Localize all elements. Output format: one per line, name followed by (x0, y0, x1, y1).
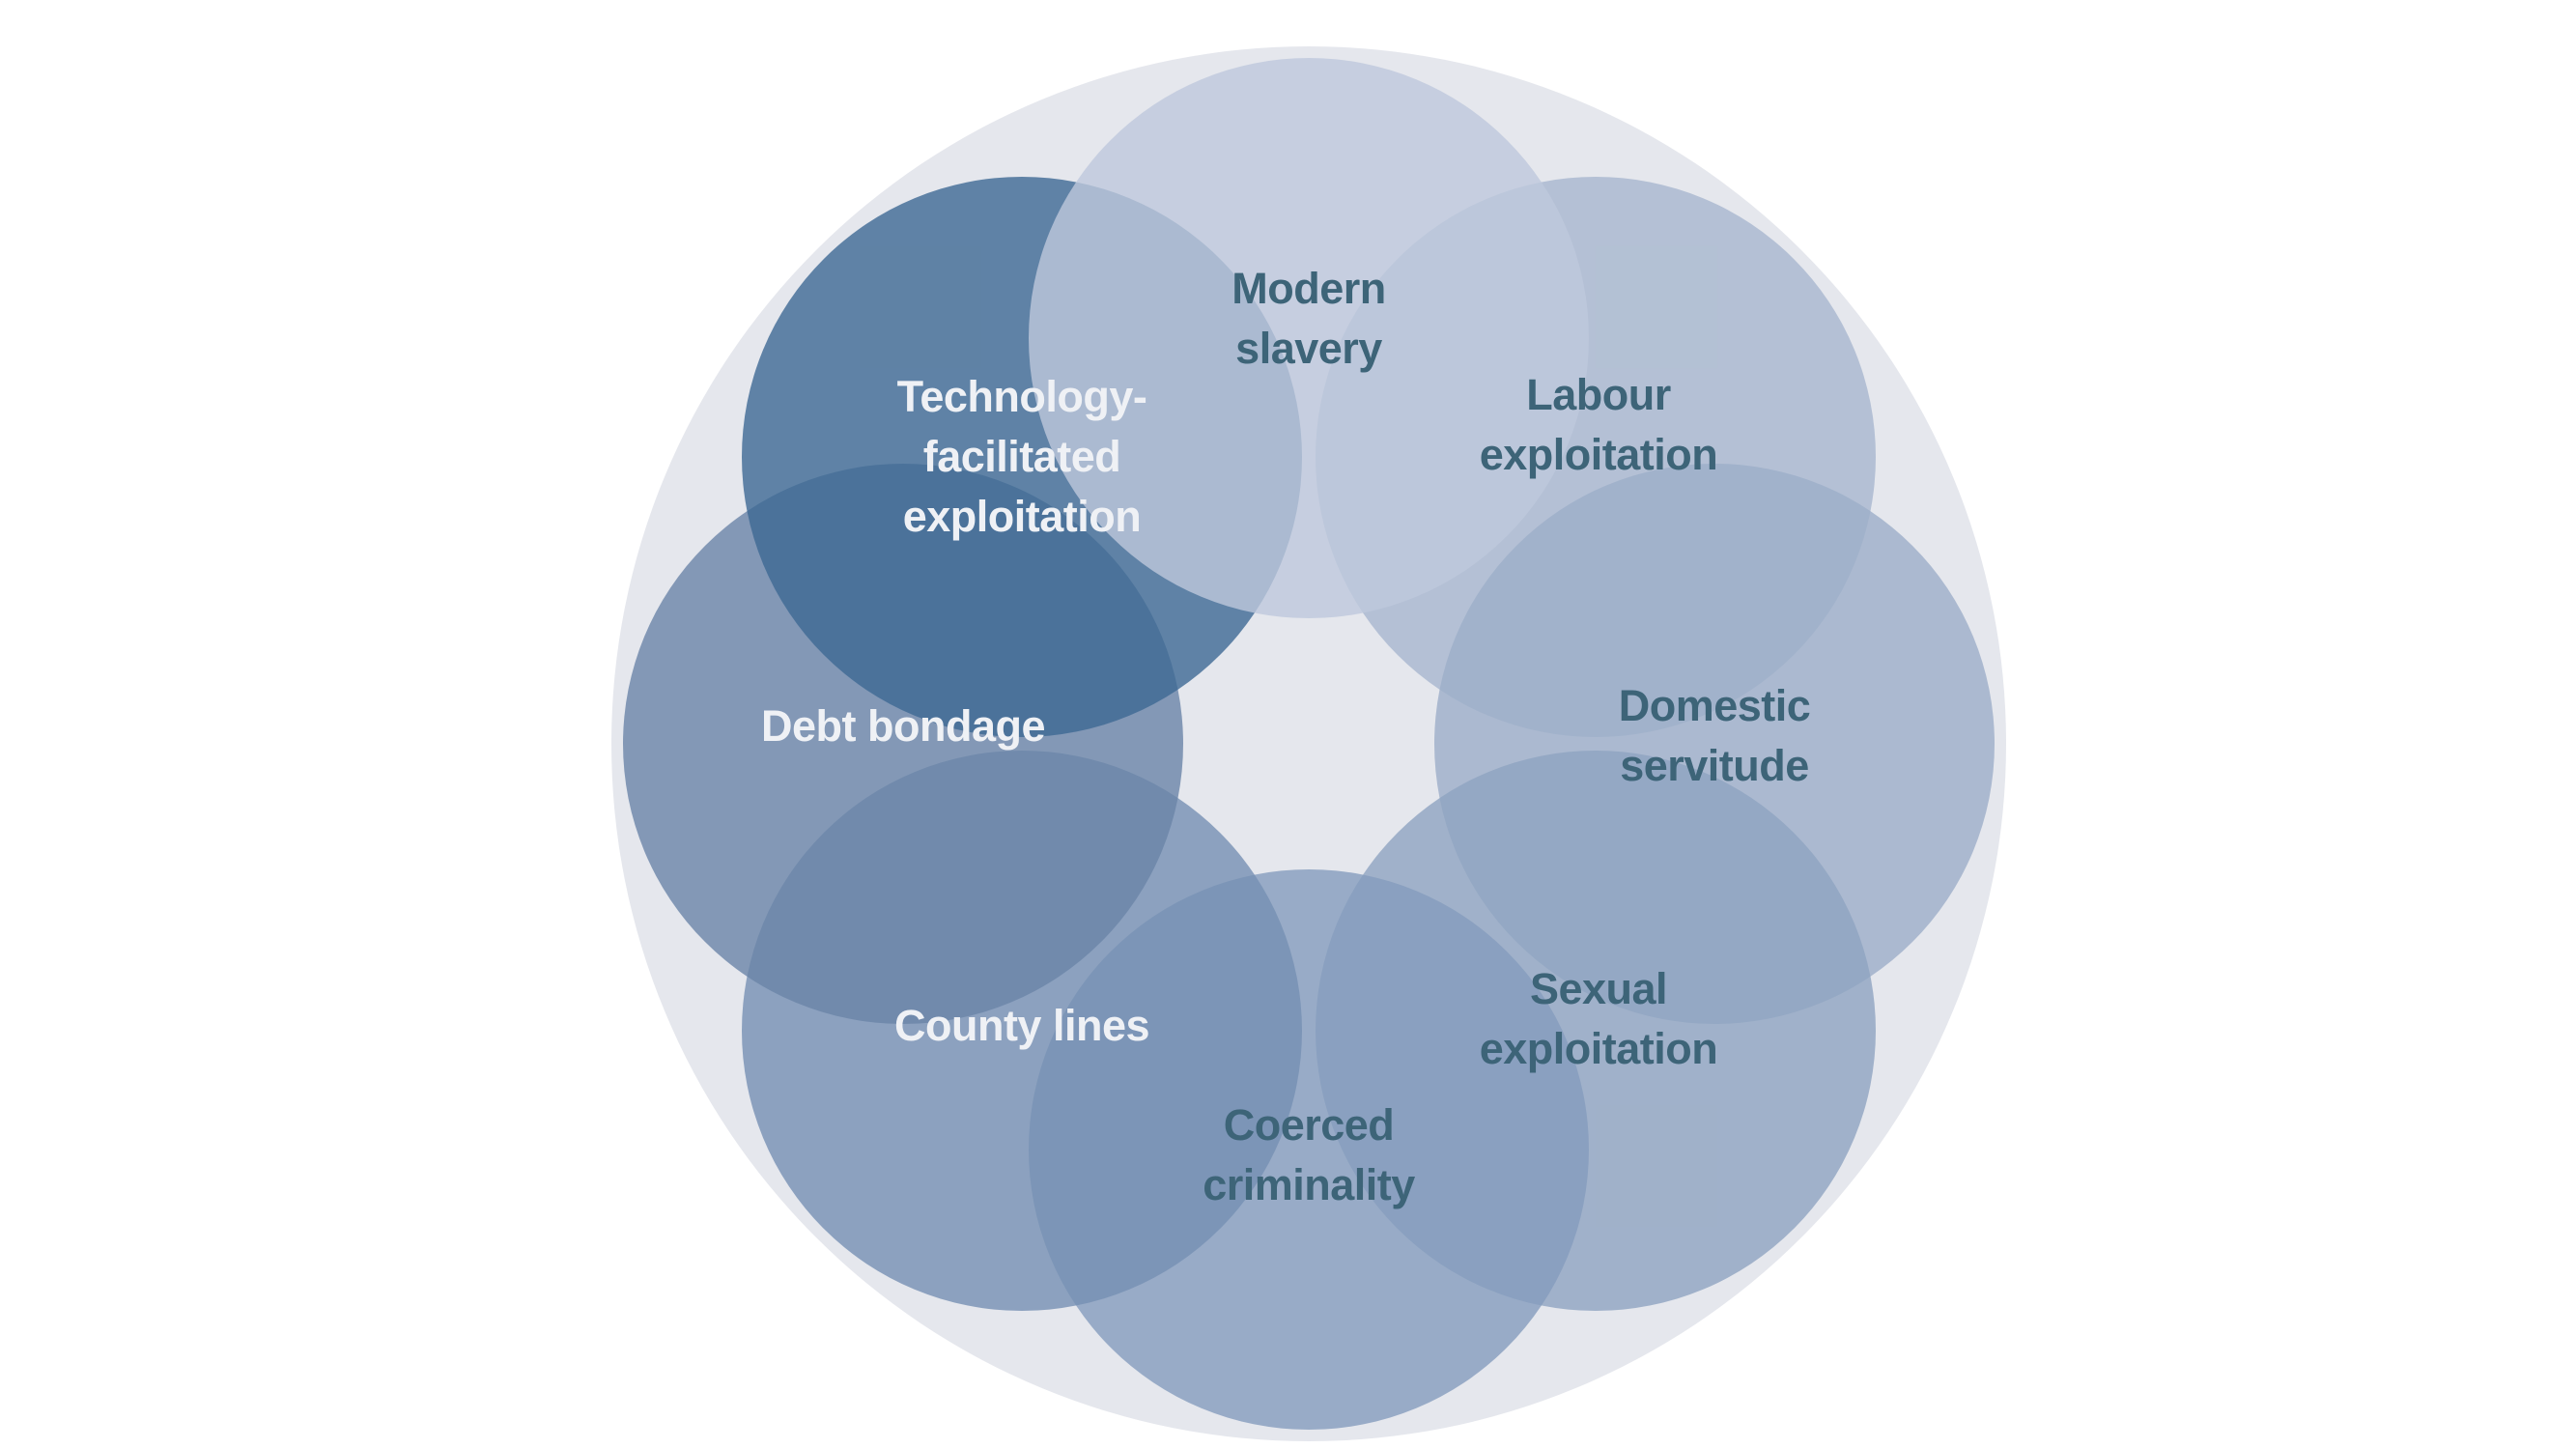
label-domestic-servitude: Domestic servitude (1618, 681, 1811, 790)
label-modern-slavery: Modern slavery (1231, 264, 1386, 373)
label-debt-bondage: Debt bondage (761, 701, 1046, 751)
label-coerced-criminality: Coerced criminality (1203, 1100, 1415, 1209)
label-sexual-exploitation: Sexual exploitation (1479, 964, 1718, 1073)
circle-modern-slavery (1029, 58, 1589, 618)
label-county-lines: County lines (893, 1001, 1150, 1050)
label-labour-exploitation: Labour exploitation (1479, 370, 1718, 479)
label-technology-facilitated: Technology- facilitated exploitation (896, 372, 1147, 541)
